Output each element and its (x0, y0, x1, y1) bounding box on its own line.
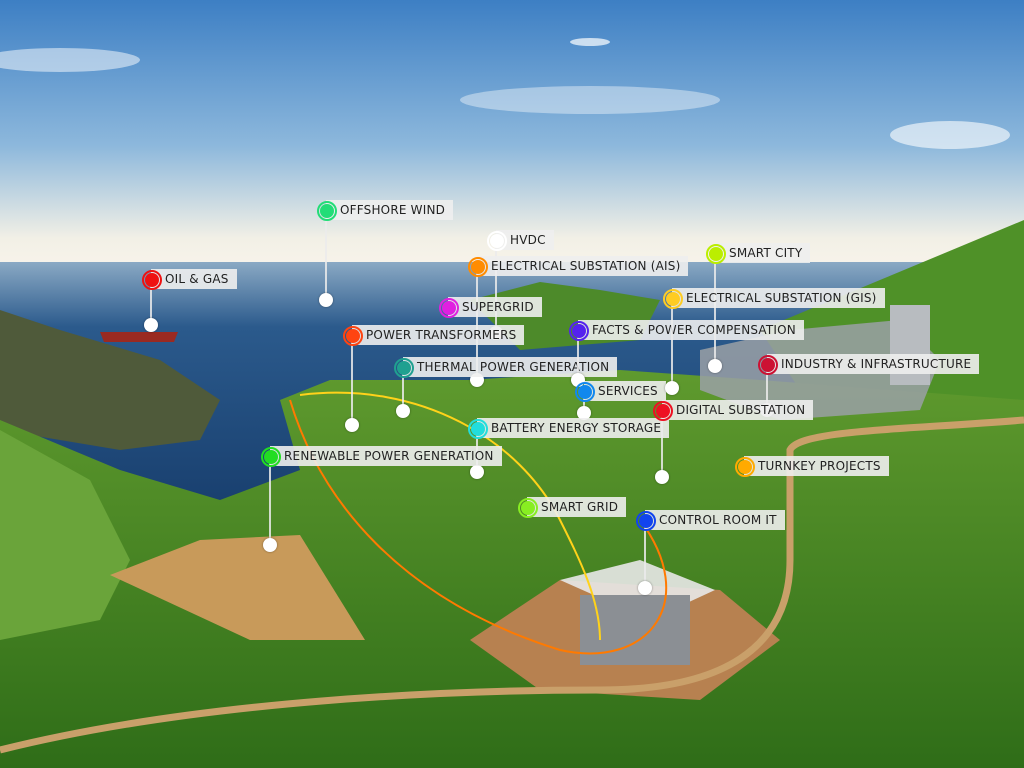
hotspot-marker-icon[interactable] (636, 511, 656, 531)
hotspot-marker-icon[interactable] (468, 257, 488, 277)
hotspot-label[interactable]: ELECTRICAL SUBSTATION (AIS) (477, 256, 689, 276)
hotspot-marker-icon[interactable] (663, 289, 683, 309)
leader-line (766, 364, 768, 410)
leader-line (495, 240, 497, 333)
hotspot-marker-icon[interactable] (261, 447, 281, 467)
hotspot-marker-icon[interactable] (394, 358, 414, 378)
hotspot-label[interactable]: OFFSHORE WIND (326, 200, 454, 220)
hotspot-label[interactable]: SERVICES (584, 381, 666, 401)
hotspot-label[interactable]: BATTERY ENERGY STORAGE (477, 418, 670, 438)
ship (100, 332, 178, 342)
hotspot-marker-icon[interactable] (468, 419, 488, 439)
hotspot-label[interactable]: ELECTRICAL SUBSTATION (GIS) (672, 288, 885, 308)
location-dot[interactable] (345, 418, 359, 432)
hotspot-label[interactable]: OIL & GAS (151, 269, 237, 289)
hotspot-marker-icon[interactable] (758, 355, 778, 375)
hotspot-label[interactable]: RENEWABLE POWER GENERATION (270, 446, 502, 466)
cloud (0, 48, 140, 72)
left-cliff (0, 310, 220, 450)
wind-park-ground (110, 535, 365, 640)
location-dot[interactable] (263, 538, 277, 552)
hotspot-marker-icon[interactable] (343, 326, 363, 346)
leader-line (671, 298, 673, 388)
hotspot-marker-icon[interactable] (518, 498, 538, 518)
left-slope (0, 430, 130, 640)
leader-line (150, 279, 152, 325)
leader-line (583, 391, 585, 413)
hotspot-marker-icon[interactable] (569, 321, 589, 341)
hotspot-marker-icon[interactable] (142, 270, 162, 290)
location-dot[interactable] (470, 465, 484, 479)
hotspot-label[interactable]: SMART CITY (715, 243, 811, 263)
hotspot-marker-icon[interactable] (487, 231, 507, 251)
cloud (570, 38, 610, 46)
hotspot-label[interactable]: INDUSTRY & INFRASTRUCTURE (767, 354, 980, 374)
hotspot-label[interactable]: THERMAL POWER GENERATION (403, 357, 618, 377)
power-line-yellow (299, 391, 601, 641)
hotspot-marker-icon[interactable] (706, 244, 726, 264)
hotspot-label[interactable]: FACTS & POWER COMPENSATION (578, 320, 804, 340)
leader-line (476, 266, 478, 380)
hotspot-marker-icon[interactable] (317, 201, 337, 221)
location-dot[interactable] (665, 381, 679, 395)
location-dot[interactable] (655, 470, 669, 484)
leader-line (661, 410, 663, 477)
location-dot[interactable] (396, 404, 410, 418)
hotspot-label[interactable]: DIGITAL SUBSTATION (662, 400, 814, 420)
leader-line (714, 253, 716, 366)
location-dot[interactable] (144, 318, 158, 332)
location-dot[interactable] (708, 359, 722, 373)
leader-line (351, 335, 353, 425)
road (0, 416, 1024, 754)
leader-line (325, 210, 327, 300)
cloud (890, 121, 1010, 149)
hotspot-marker-icon[interactable] (735, 457, 755, 477)
hotspot-label[interactable]: SMART GRID (527, 497, 627, 517)
sky (0, 0, 1024, 265)
leader-line (577, 330, 579, 380)
leader-line (402, 367, 404, 411)
hotspot-label[interactable]: POWER TRANSFORMERS (352, 325, 525, 345)
hotspot-marker-icon[interactable] (653, 401, 673, 421)
hotspot-label[interactable]: TURNKEY PROJECTS (744, 456, 889, 476)
cloud (460, 86, 720, 114)
hotspot-marker-icon[interactable] (439, 298, 459, 318)
power-line-orange (289, 399, 668, 655)
leader-line (269, 456, 271, 545)
hotspot-label[interactable]: CONTROL ROOM IT (645, 510, 785, 530)
location-dot[interactable] (577, 406, 591, 420)
location-dot[interactable] (638, 581, 652, 595)
hotspot-label[interactable]: HVDC (496, 230, 554, 250)
hotspot-label[interactable]: SUPERGRID (448, 297, 542, 317)
location-dot[interactable] (319, 293, 333, 307)
leader-line (644, 520, 646, 588)
hotspot-marker-icon[interactable] (575, 382, 595, 402)
